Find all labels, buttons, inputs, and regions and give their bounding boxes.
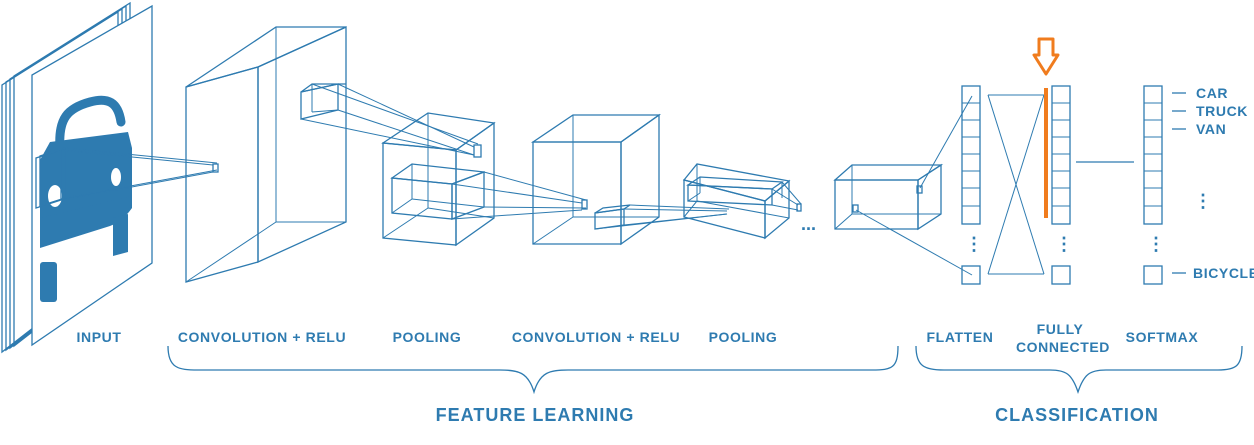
final-feature-volume	[833, 95, 973, 276]
label-fully-connected-line2: CONNECTED	[1016, 339, 1110, 355]
classification-brace	[915, 345, 1243, 395]
stage-labels: INPUT CONVOLUTION + RELU POOLING CONVOLU…	[77, 321, 1199, 355]
softmax-vertical-dots: ⋮	[1147, 234, 1165, 254]
softmax-column: ⋮ ⋮	[1143, 85, 1212, 285]
output-label-truck: TRUCK	[1196, 103, 1248, 119]
label-softmax: SOFTMAX	[1126, 329, 1199, 345]
down-arrow-icon	[1032, 37, 1060, 76]
pool2-volume: ...	[682, 163, 816, 240]
label-conv2: CONVOLUTION + RELU	[512, 329, 680, 345]
output-label-bicycle: BICYCLE	[1193, 265, 1254, 281]
fully-connected-column: ⋮	[1032, 37, 1073, 285]
group-label-feature-learning: FEATURE LEARNING	[436, 405, 635, 425]
group-label-classification: CLASSIFICATION	[995, 405, 1159, 425]
fc-vertical-dots: ⋮	[1055, 234, 1073, 254]
ellipsis-dots: ...	[801, 214, 816, 234]
output-label-van: VAN	[1196, 121, 1226, 137]
input-image	[1, 1, 219, 354]
output-label-car: CAR	[1196, 85, 1228, 101]
output-labels: CAR TRUCK VAN BICYCLE	[1172, 85, 1254, 281]
conv2-volume	[530, 113, 730, 246]
label-pool2: POOLING	[709, 329, 778, 345]
flatten-vertical-dots: ⋮	[965, 234, 983, 254]
flatten-column: ⋮	[961, 85, 983, 285]
pool1-volume	[381, 112, 588, 247]
label-fully-connected-line1: FULLY	[1037, 321, 1084, 337]
label-input: INPUT	[77, 329, 122, 345]
label-conv1: CONVOLUTION + RELU	[178, 329, 346, 345]
output-vertical-dots: ⋮	[1194, 191, 1212, 211]
feature-learning-brace	[167, 345, 899, 395]
fully-connected-edges	[987, 94, 1045, 275]
label-flatten: FLATTEN	[927, 329, 994, 345]
label-pool1: POOLING	[393, 329, 462, 345]
